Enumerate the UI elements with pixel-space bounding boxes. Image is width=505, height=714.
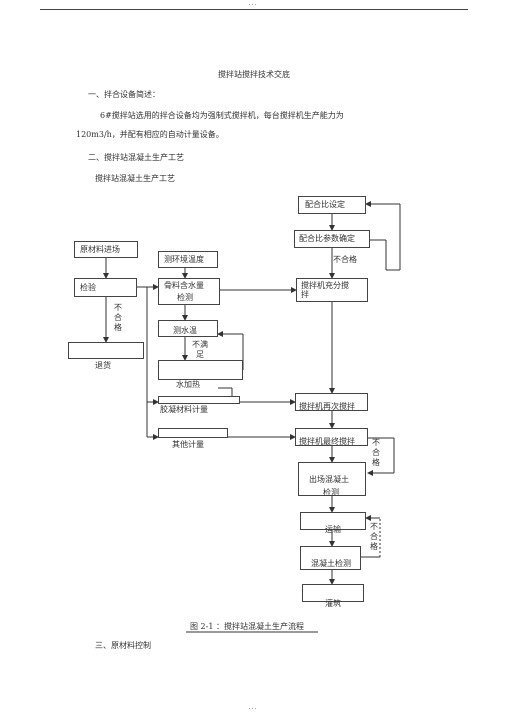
footer-dots: ... — [248, 704, 258, 711]
label-return-goods: 退货 — [95, 361, 111, 370]
box-pouring: 灌筑 — [302, 584, 364, 608]
box-pouring-label: 灌筑 — [325, 599, 341, 608]
box-concrete-inspect-label: 混凝土检测 — [311, 559, 351, 568]
box-water-heat — [158, 360, 243, 380]
doc-title: 搅拌站搅拌技术交底 — [218, 70, 290, 79]
label-water-heat: 水加热 — [176, 380, 200, 389]
header-rule — [40, 9, 468, 10]
label-fail-top: 不合格 — [333, 255, 357, 264]
figure-caption: 图 2-1 ：搅拌站混凝土生产流程 — [190, 622, 304, 631]
box-binder-metering — [158, 396, 240, 404]
box-return-goods — [68, 342, 144, 359]
box-inspect-label: 检验 — [80, 283, 96, 292]
box-mixer-final-label: 搅拌机最终搅拌 — [299, 437, 355, 446]
box-env-temp: 测环境温度 — [158, 251, 218, 268]
box-env-temp-label: 测环境温度 — [164, 255, 204, 264]
section-subtitle-2: 搅拌站混凝土生产工艺 — [95, 174, 175, 183]
box-raw-material: 原材料进场 — [74, 241, 138, 258]
header-dots: ... — [248, 0, 258, 7]
box-inspect: 检验 — [74, 278, 137, 297]
box-mixer-again: 搅拌机再次搅拌 — [295, 393, 368, 411]
label-fail-left: 不合格 — [114, 303, 122, 332]
box-aggregate-moisture: 骨料含水量 检测 — [158, 278, 220, 305]
box-mixer-full-line2: 拌 — [301, 290, 309, 299]
label-fail-right-2: 不合格 — [370, 522, 378, 551]
label-binder-metering: 胶凝材料计量 — [160, 405, 208, 414]
box-mixer-full: 搅拌机充分搅 拌 — [296, 278, 368, 302]
box-other-metering — [158, 428, 228, 438]
label-not-satisfied: 不满足 — [192, 340, 208, 359]
box-outgoing-concrete: 出场混凝土 检测 — [298, 462, 366, 497]
box-transport: 运输 — [300, 512, 366, 534]
box-aggregate-moisture-line1: 骨料含水量 — [164, 281, 204, 290]
box-mixer-full-line1: 搅拌机充分搅 — [301, 281, 349, 290]
box-outgoing-concrete-line2: 检测 — [323, 488, 339, 497]
label-fail-right-1: 不合格 — [372, 438, 380, 467]
box-mix-design: 配合比设定 — [298, 196, 366, 214]
paragraph-1-line-2: 120m3/h，并配有相应的自动计量设备。 — [76, 130, 224, 139]
section-heading-1: 一、拌合设备简述： — [88, 90, 160, 99]
box-raw-material-label: 原材料进场 — [80, 245, 120, 254]
box-mix-params-label: 配合比参数确定 — [299, 234, 355, 243]
box-mix-params: 配合比参数确定 — [294, 230, 370, 248]
box-water-temp: 测水温 — [158, 320, 218, 337]
box-transport-label: 运输 — [325, 525, 341, 534]
box-concrete-inspect: 混凝土检测 — [300, 546, 361, 570]
label-other-metering: 其他计量 — [172, 440, 204, 449]
box-outgoing-concrete-line1: 出场混凝土 — [309, 475, 349, 484]
box-mixer-final: 搅拌机最终搅拌 — [295, 428, 368, 446]
box-water-temp-label: 测水温 — [173, 326, 197, 335]
section-heading-2: 二、搅拌站混凝土生产工艺 — [88, 153, 184, 162]
box-mixer-again-label: 搅拌机再次搅拌 — [299, 402, 355, 411]
paragraph-1-line-1: 6#搅拌站选用的拌合设备均为强制式搅拌机，每台搅拌机生产能力为 — [100, 111, 344, 120]
box-aggregate-moisture-line2: 检测 — [177, 293, 193, 302]
section-heading-3: 三、原材料控制 — [95, 641, 151, 650]
box-mix-design-label: 配合比设定 — [305, 200, 345, 209]
